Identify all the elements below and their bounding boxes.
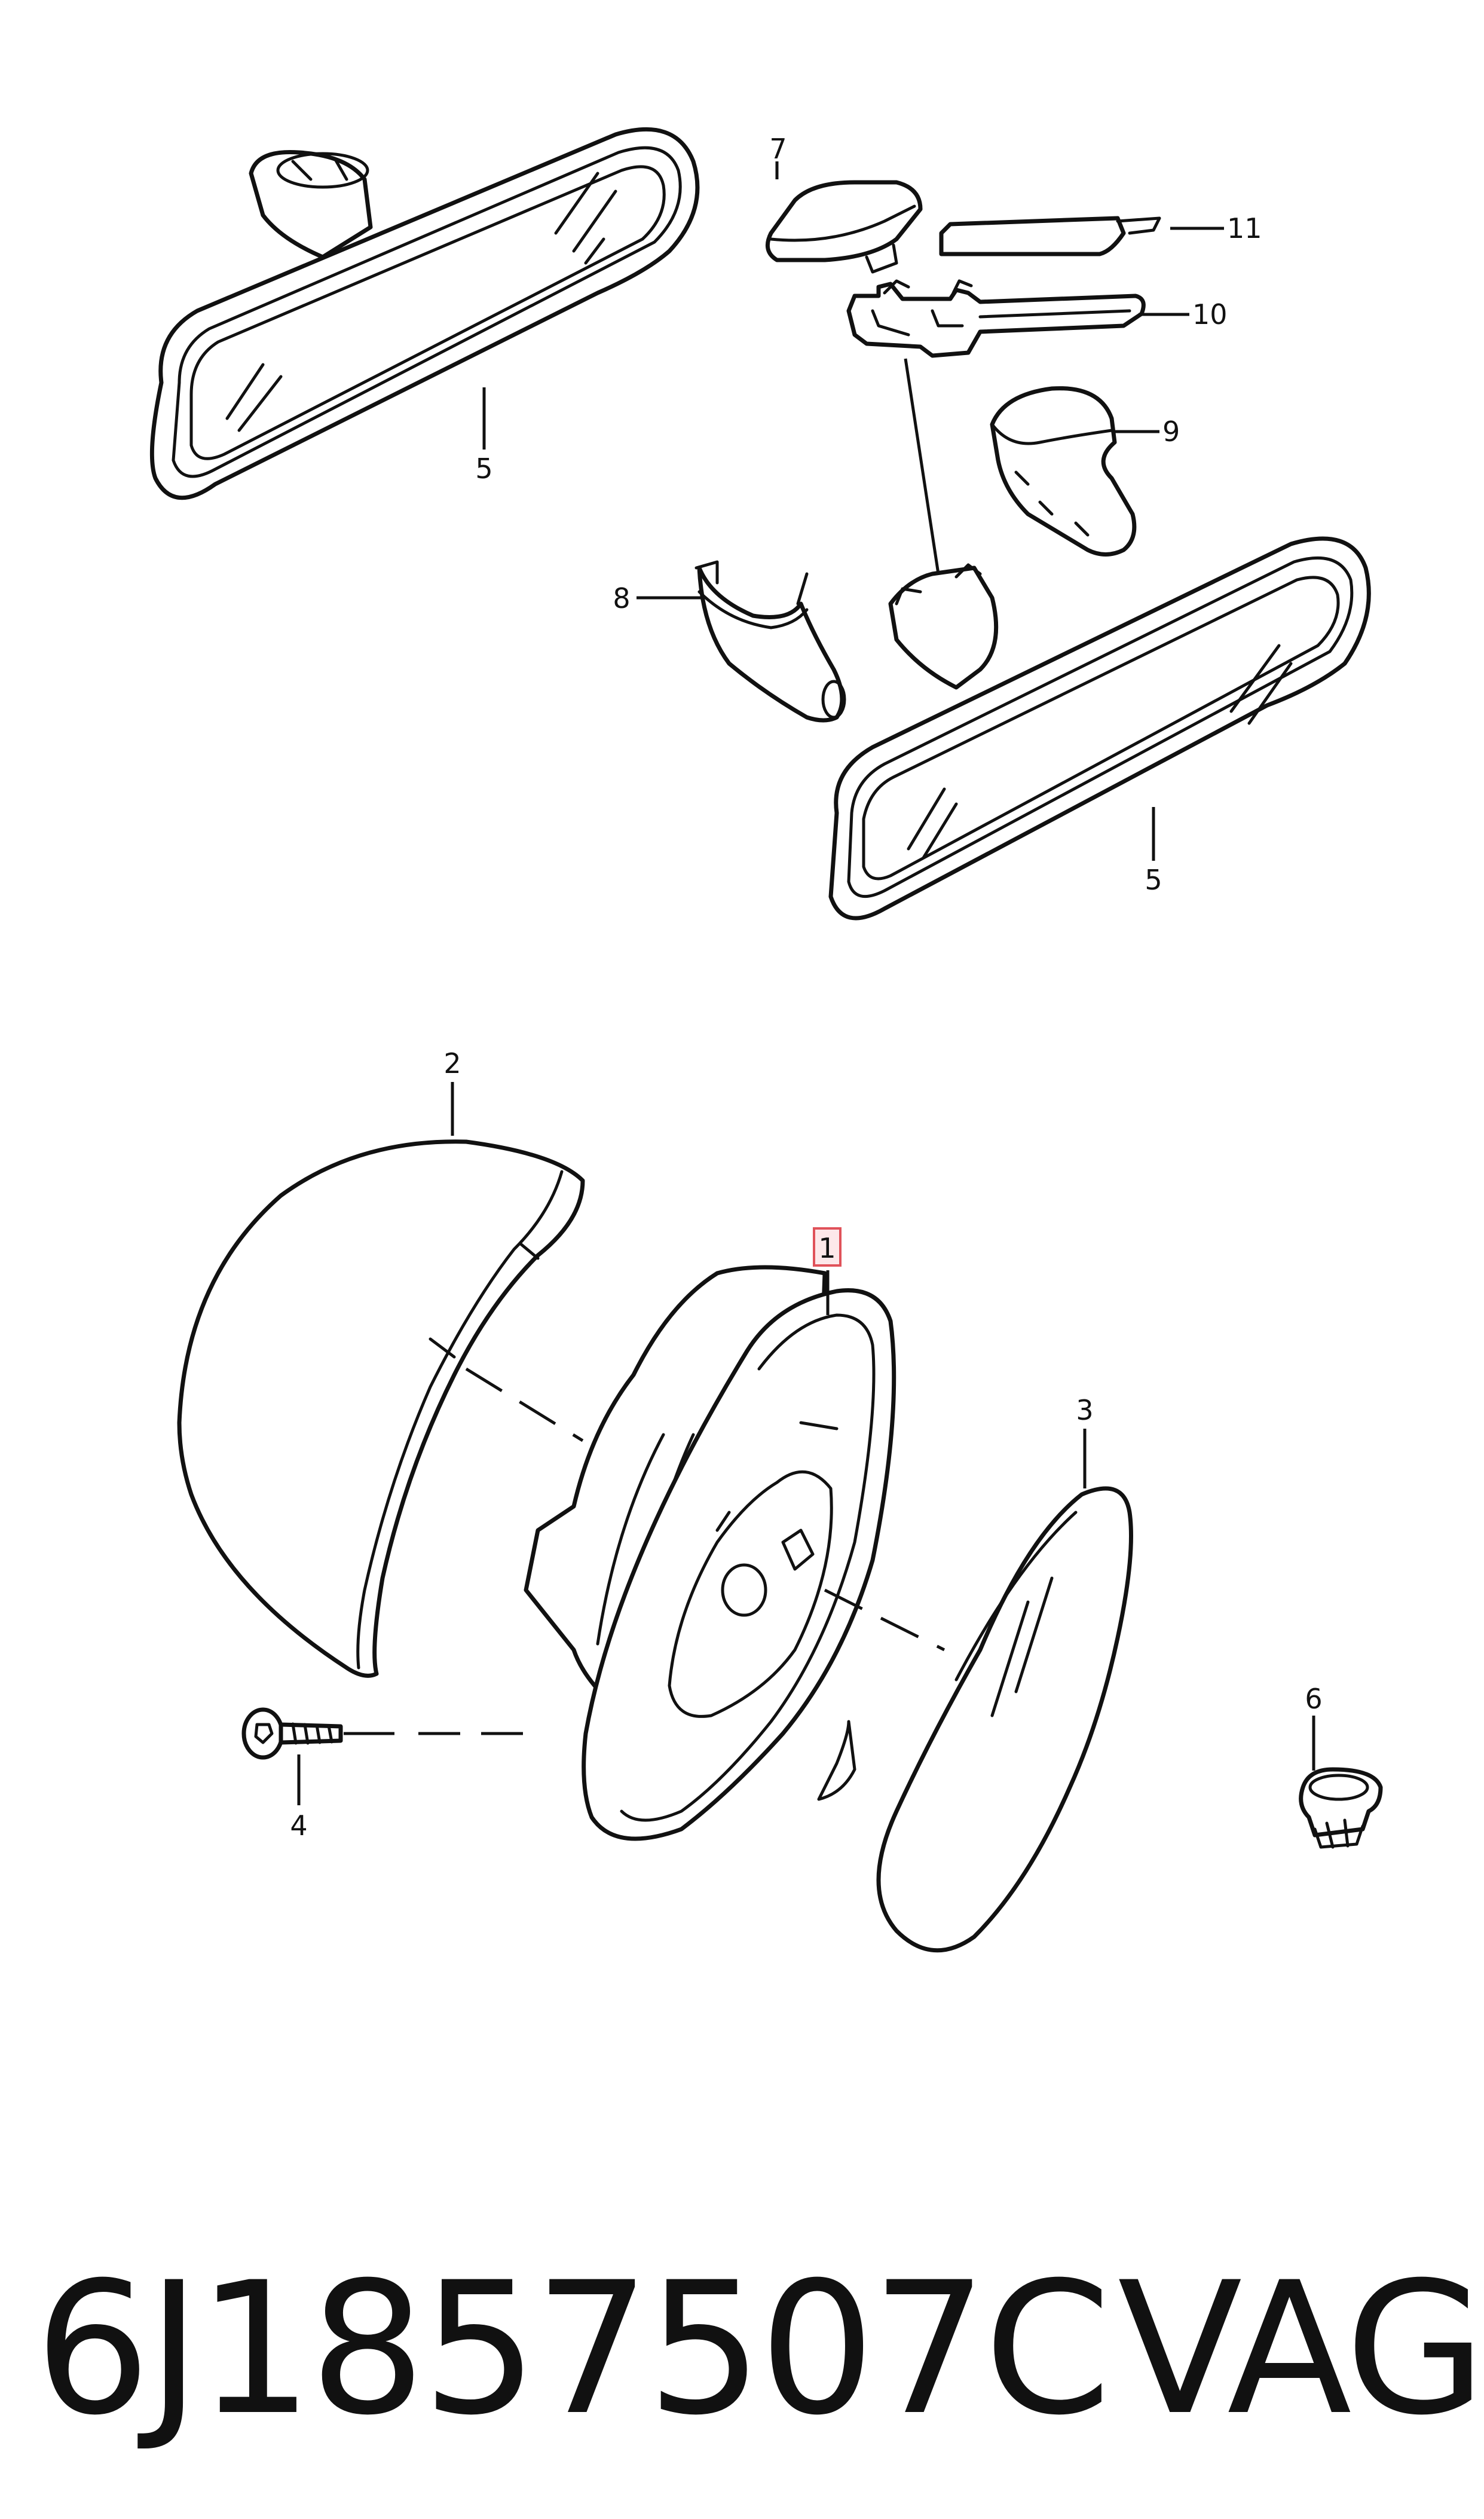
callout-5-lower: 5	[1145, 864, 1162, 896]
callout-6: 6	[1305, 1683, 1322, 1715]
part-number: 6J1857507C	[35, 2243, 1111, 2455]
callout-1-highlight-box	[813, 1227, 842, 1267]
callout-3: 3	[1076, 1394, 1093, 1426]
part-number-footer: 6J1857507C VAG	[35, 2224, 1484, 2475]
mirror-glass-part-3	[876, 1486, 1133, 1953]
callout-4: 4	[290, 1809, 307, 1842]
mirror-cap-part-2	[177, 1139, 585, 1678]
screw-part-4	[241, 1707, 343, 1760]
brand-name: VAG	[1118, 2243, 1484, 2455]
callout-9: 9	[1162, 415, 1180, 448]
clip-part-6	[1299, 1767, 1383, 1849]
callout-10: 10	[1192, 298, 1228, 331]
trim-cover-part-8	[694, 560, 846, 723]
sensor-cap-part-7	[765, 180, 923, 274]
trim-cover-part-9	[990, 386, 1137, 557]
callout-8: 8	[613, 582, 630, 615]
parts-diagram: 5 7 11 10 9 8 5 2 1 3 4 6	[149, 127, 1383, 1953]
callout-7: 7	[769, 133, 787, 165]
callout-5-upper: 5	[475, 453, 492, 485]
mounting-bracket-part-10	[846, 279, 1146, 358]
callout-1: 1	[818, 1232, 836, 1264]
mirror-housing-part-1	[524, 1265, 896, 1841]
rearview-mirror-lower	[828, 536, 1371, 921]
callout-11: 11	[1227, 212, 1262, 244]
cover-strip-part-11	[939, 216, 1161, 256]
callout-2: 2	[443, 1047, 461, 1080]
rearview-mirror-upper	[149, 127, 700, 500]
